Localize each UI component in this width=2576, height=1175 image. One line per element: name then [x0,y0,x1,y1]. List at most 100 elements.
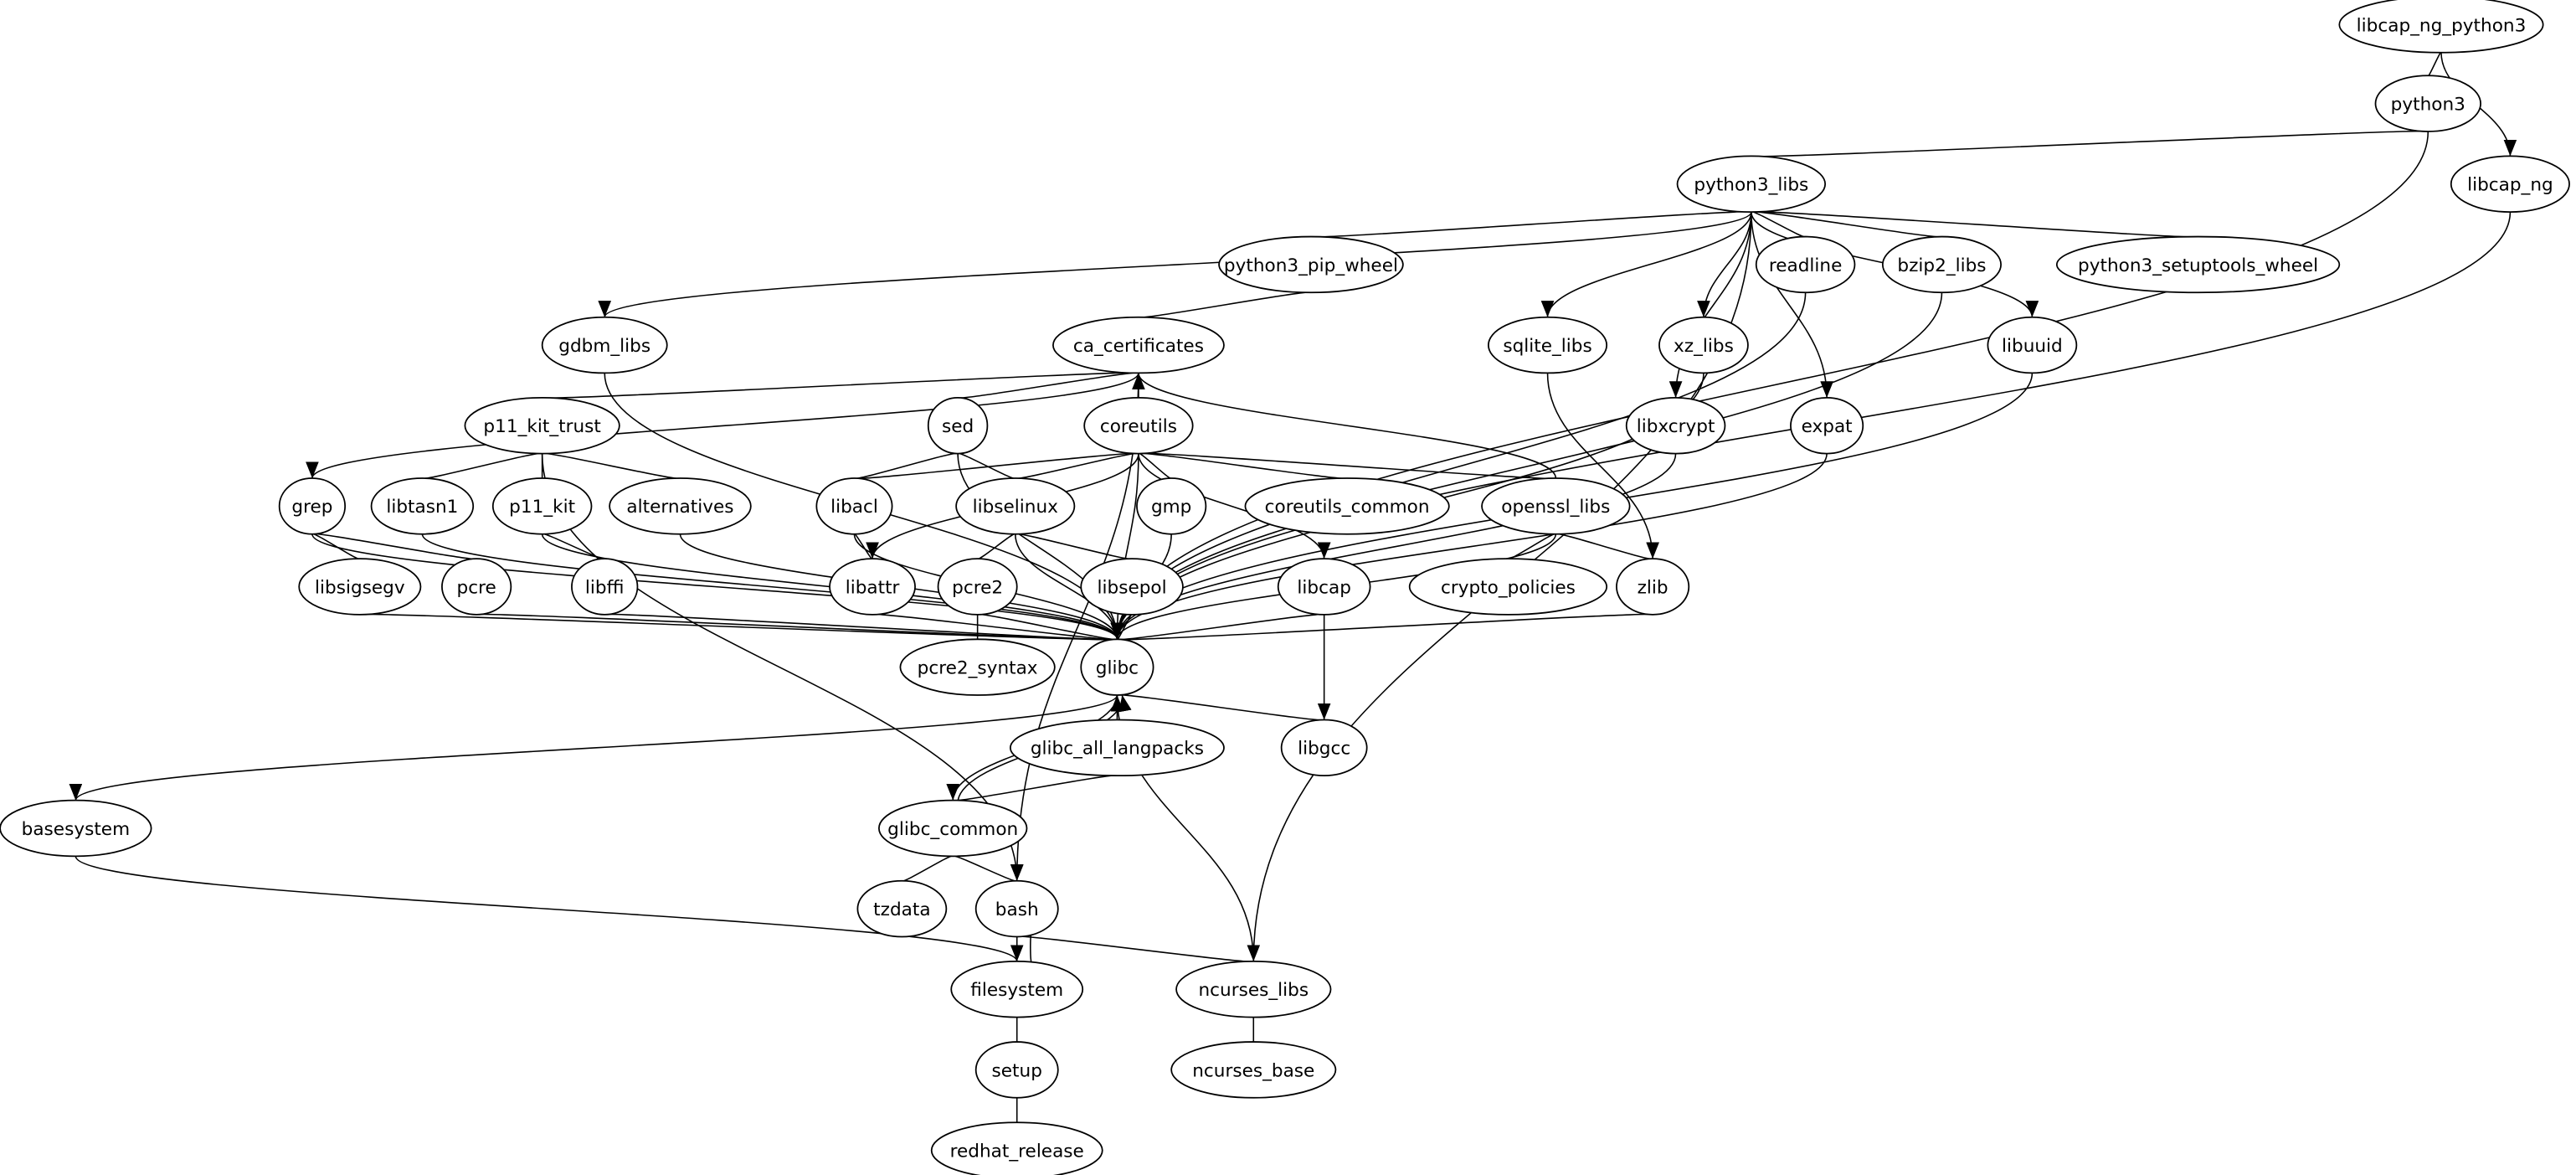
node-xz_libs[interactable]: xz_libs [1658,316,1749,374]
node-ca_certificates[interactable]: ca_certificates [1052,316,1225,374]
node-libuuid[interactable]: libuuid [1987,316,2078,374]
node-openssl_libs[interactable]: openssl_libs [1481,477,1631,535]
edge-python3_libs-to-libxcrypt [1668,212,1752,398]
edge-coreutils-to-openssl_libs [1138,452,1561,496]
node-python3_setuptools_wheel[interactable]: python3_setuptools_wheel [2055,235,2341,294]
node-ellipse [1277,558,1371,616]
edge-python3_pip_wheel-to-ca_certificates [1132,291,1312,334]
node-gdbm_libs[interactable]: gdbm_libs [541,316,668,374]
node-filesystem[interactable]: filesystem [950,961,1084,1018]
node-label: libtasn1 [386,497,458,518]
node-pcre2[interactable]: pcre2 [937,558,1018,616]
node-basesystem[interactable]: basesystem [0,799,152,858]
edge-libacl-to-libattr [853,533,879,575]
node-ellipse [1616,558,1690,616]
node-ncurses_libs[interactable]: ncurses_libs [1175,961,1332,1018]
node-python3_libs[interactable]: python3_libs [1676,155,1827,214]
node-label: gmp [1151,497,1191,518]
node-setup[interactable]: setup [974,1041,1059,1099]
node-glibc_common[interactable]: glibc_common [878,799,1028,858]
node-zlib[interactable]: zlib [1616,558,1690,616]
node-libcap_ng_python3[interactable]: libcap_ng_python3 [2338,0,2544,54]
node-sqlite_libs[interactable]: sqlite_libs [1488,316,1608,374]
node-tzdata[interactable]: tzdata [856,879,948,938]
node-label: libacl [830,497,878,518]
node-libgcc[interactable]: libgcc [1280,719,1368,777]
node-libattr[interactable]: libattr [829,558,916,616]
node-coreutils[interactable]: coreutils [1083,396,1194,455]
node-libcap[interactable]: libcap [1277,558,1371,616]
node-ellipse [571,558,639,616]
node-python3[interactable]: python3 [2374,75,2481,132]
node-ellipse [829,558,916,616]
edge-python3-to-python3_libs [1747,130,2429,174]
node-libffi[interactable]: libffi [571,558,639,616]
node-ncurses_base[interactable]: ncurses_base [1170,1041,1337,1099]
node-label: setup [992,1060,1042,1081]
node-redhat_release[interactable]: redhat_release [930,1121,1103,1175]
node-label: python3_setuptools_wheel [2078,255,2318,276]
edge-glibc_common-to-tzdata [895,855,954,898]
node-label: coreutils [1100,416,1177,437]
node-ellipse [1658,316,1749,374]
node-ellipse [2338,0,2544,54]
node-ellipse [1481,477,1631,535]
node-python3_pip_wheel[interactable]: python3_pip_wheel [1218,235,1404,294]
node-libcap_ng[interactable]: libcap_ng [2450,155,2570,214]
node-libsepol[interactable]: libsepol [1080,558,1184,616]
node-label: libselinux [973,497,1059,518]
node-label: crypto_policies [1441,577,1576,598]
node-coreutils_common[interactable]: coreutils_common [1244,477,1450,535]
node-pcre2_syntax[interactable]: pcre2_syntax [899,638,1056,696]
edge-ca_certificates-to-sed [952,372,1139,415]
edge-coreutils-to-libacl [849,452,1139,496]
node-ellipse [1676,155,1827,214]
node-label: libcap_ng [2467,175,2553,196]
node-ellipse [1136,477,1207,535]
node-pcre[interactable]: pcre [441,558,512,616]
edge-python3_libs-to-expat [1751,212,1833,398]
node-label: libffi [585,577,625,598]
node-label: sqlite_libs [1503,336,1591,357]
node-ellipse [609,477,752,535]
node-ellipse [974,879,1059,938]
node-ellipse [1080,558,1184,616]
node-glibc[interactable]: glibc [1080,638,1154,696]
node-ellipse [2450,155,2570,214]
node-libsigsegv[interactable]: libsigsegv [298,558,422,616]
node-alternatives[interactable]: alternatives [609,477,752,535]
node-label: libcap_ng_python3 [2357,15,2527,36]
node-ellipse [1218,235,1404,294]
node-ellipse [815,477,893,535]
node-libacl[interactable]: libacl [815,477,893,535]
node-expat[interactable]: expat [1790,396,1864,455]
node-ellipse [464,396,620,455]
node-ellipse [927,396,989,455]
node-p11_kit_trust[interactable]: p11_kit_trust [464,396,620,455]
edge-libffi-to-glibc [604,613,1122,657]
node-p11_kit[interactable]: p11_kit [491,477,593,535]
edge-python3_libs-to-sqlite_libs [1540,212,1752,317]
edge-libattr-to-glibc [872,613,1123,657]
node-label: sed [942,416,974,437]
node-label: bzip2_libs [1897,255,1986,276]
node-libtasn1[interactable]: libtasn1 [370,477,475,535]
node-sed[interactable]: sed [927,396,989,455]
node-bzip2_libs[interactable]: bzip2_libs [1881,235,2002,294]
node-grep[interactable]: grep [278,477,347,535]
node-glibc_all_langpacks[interactable]: glibc_all_langpacks [1009,719,1225,777]
node-libselinux[interactable]: libselinux [955,477,1076,535]
node-label: p11_kit_trust [483,416,600,437]
edge-glibc-to-basesystem [69,694,1118,801]
node-ellipse [930,1121,1103,1175]
node-readline[interactable]: readline [1755,235,1856,294]
node-crypto_policies[interactable]: crypto_policies [1408,558,1608,616]
node-ellipse [370,477,475,535]
node-libxcrypt[interactable]: libxcrypt [1625,396,1726,455]
edge-python3_libs-to-gdbm_libs [598,211,1752,317]
node-bash[interactable]: bash [974,879,1059,938]
node-gmp[interactable]: gmp [1136,477,1207,535]
node-label: python3 [2391,94,2465,115]
node-ellipse [541,316,668,374]
